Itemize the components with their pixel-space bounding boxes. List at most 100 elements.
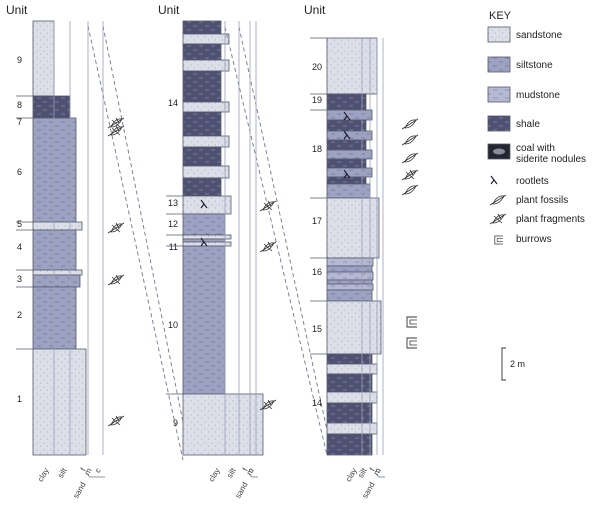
rootlet-mark	[343, 111, 351, 121]
burrow-outer	[406, 337, 417, 349]
column-1-grain-label-sand: sand	[71, 481, 87, 501]
column-3-bed-silt-15	[326, 279, 373, 285]
key-title: KEY	[489, 10, 512, 22]
key-swatch-siltstone	[487, 56, 511, 73]
column-3-bed-shale-19	[326, 353, 373, 365]
key-item-sandstone: sandstone	[487, 26, 563, 43]
column-1-bed-silt-6	[32, 274, 81, 288]
plant-fragment-leaf	[262, 201, 275, 211]
column-1-bed-sand-3	[32, 221, 83, 231]
column-2-bed-sand-11	[182, 195, 232, 215]
plant-fragment-leaf	[110, 275, 123, 285]
column-3-bed-shale-1	[326, 93, 367, 111]
plant-fragment-cross	[111, 125, 121, 136]
column-2	[182, 20, 264, 456]
column-1	[32, 20, 87, 456]
scale-bar: 2 m	[501, 347, 525, 381]
plant-fragment-cross	[111, 274, 121, 285]
column-3-unit-14: 14	[312, 398, 322, 408]
plant-fossil-icon	[401, 118, 419, 130]
column-1-unit-2: 2	[17, 310, 22, 320]
key-label-shale: shale	[516, 119, 540, 130]
key-label-plant-fossils: plant fossils	[516, 195, 568, 206]
column-2-unit-11: 11	[169, 242, 178, 252]
column-1-unit-5: 5	[17, 219, 22, 229]
rootlets-icon	[343, 111, 351, 121]
plant-fragment-cross	[263, 241, 273, 252]
column-2-bed-silt-12	[182, 213, 226, 236]
column-1-unit-1: 1	[17, 394, 22, 404]
column-3-unit-15: 15	[312, 324, 322, 334]
plant-fragment-leaf	[110, 118, 123, 128]
key-label-siltstone: siltstone	[516, 60, 553, 71]
column-3-grain-label-3: m	[372, 466, 383, 477]
column-1-unit-4: 4	[17, 242, 22, 252]
plant-fragment-leaf	[262, 400, 275, 410]
column-1-title: Unit	[6, 3, 28, 17]
column-2-bed-shale-8	[182, 146, 222, 167]
column-1-grain-label-1: silt	[56, 466, 69, 480]
column-1-bed-silt-4	[32, 229, 77, 271]
column-3-unit-16: 16	[312, 267, 322, 277]
column-3-bed-sand-18	[326, 300, 382, 355]
column-3-bed-silt-13	[326, 265, 373, 273]
column-1-sand-bracket	[86, 473, 105, 478]
rootlets-icon	[490, 175, 498, 185]
plant-fragment-icon	[107, 415, 125, 427]
column-2-bed-silt-16	[182, 245, 226, 395]
rootlet-mark	[343, 130, 351, 140]
column-2-bed-shale-2	[182, 43, 222, 61]
key-item-rootlets: rootlets	[490, 175, 549, 187]
key-item-plant-fossils: plant fossils	[489, 194, 568, 206]
plant-fossil-icon	[401, 134, 419, 146]
rootlets-icon	[343, 169, 351, 179]
plant-fragment-leaf	[110, 223, 123, 233]
column-3-sand-bracket	[375, 473, 385, 478]
column-1-bed-shale-1	[32, 95, 71, 119]
column-2-bed-shale-0	[182, 20, 222, 35]
plant-fragment-icon	[107, 117, 125, 129]
column-3-bed-silt-8	[326, 167, 373, 178]
column-3-bed-shale-5	[326, 139, 367, 151]
correlation-line-2	[224, 26, 328, 456]
plant-fragment-icon	[259, 200, 277, 212]
burrow-inner	[496, 238, 503, 242]
column-2-title: Unit	[158, 3, 180, 17]
burrow-inner	[409, 340, 417, 346]
column-3-bed-shale-9	[326, 176, 367, 185]
column-3-bed-mud-14	[326, 271, 374, 281]
column-2-unit-13: 13	[168, 198, 178, 208]
column-1-bed-sand-5	[32, 269, 83, 276]
burrow-icon	[494, 235, 503, 245]
plant-fragment-leaf	[110, 126, 123, 136]
column-3-unit-17: 17	[312, 216, 322, 226]
column-1-bed-sand-0	[32, 20, 55, 97]
column-1-unit-8: 8	[17, 100, 22, 110]
plant-fragment-cross	[493, 213, 503, 224]
key-label-mudstone: mudstone	[516, 90, 560, 101]
plant-fossil-leaf	[404, 135, 417, 145]
column-2-bed-sand-9	[182, 165, 230, 179]
column-3-unit-20: 20	[312, 62, 322, 72]
column-3-bed-mud-16	[326, 283, 374, 291]
column-3-bed-shale-7	[326, 158, 367, 169]
column-2-bed-sand-17	[182, 393, 264, 456]
column-2-bed-shale-10	[182, 177, 222, 197]
column-2-grain-label-0: clay	[207, 467, 222, 484]
column-2-bed-sand-13	[182, 234, 232, 240]
key-swatch-mudstone	[487, 86, 511, 103]
rootlet-mark	[490, 175, 498, 185]
column-1-bed-silt-7	[32, 286, 77, 350]
column-3-unit-19: 19	[312, 95, 322, 105]
column-2-bed-sand-1	[182, 33, 230, 45]
rootlets-icon	[200, 237, 208, 247]
rootlets-icon	[200, 199, 208, 209]
column-1-unit-3: 3	[17, 274, 22, 284]
column-3-bed-sand-24	[326, 422, 378, 435]
column-3	[326, 37, 382, 456]
key-swatch-shale	[487, 115, 511, 132]
column-2-bed-shale-6	[182, 111, 222, 137]
column-1-bed-sand-8	[32, 348, 87, 456]
